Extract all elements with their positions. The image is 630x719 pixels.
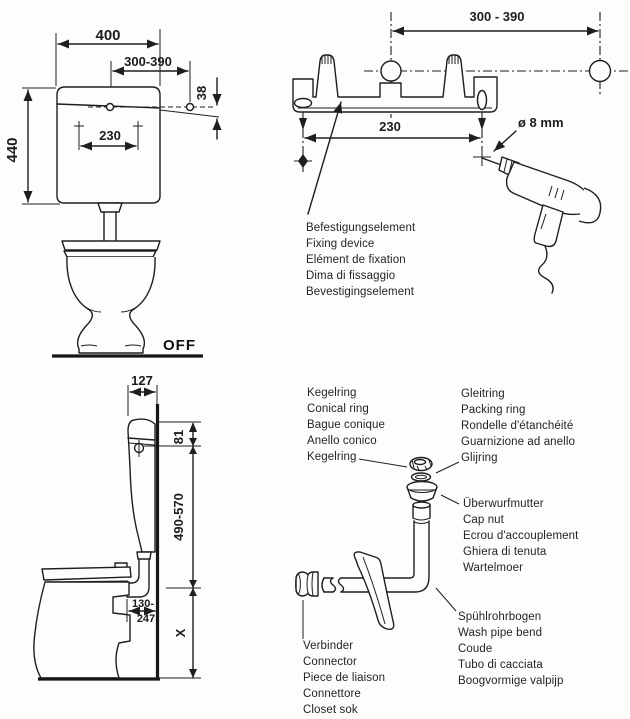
dim-fixing-holes: 230	[379, 119, 401, 134]
flush-pipe-figure: Kegelring Conical ring Bague conique Ane…	[295, 387, 579, 716]
dim-cistern-height: 440	[4, 137, 21, 162]
off-label: OFF	[163, 337, 196, 354]
connector-it: Connettore	[303, 688, 361, 700]
connector-nl: Closet sok	[303, 704, 358, 716]
dim-depth: 127	[131, 373, 153, 388]
dim-floor-x: X	[173, 628, 188, 637]
packing-ring-label: Gleitring Packing ring Rondelle d'étanch…	[461, 388, 575, 464]
fixing-device-label: Befestigungselement Fixing device Elémen…	[306, 222, 416, 298]
packing-ring-nl: Glijring	[461, 452, 498, 464]
conical-ring-it: Anello conico	[307, 435, 377, 447]
cap-nut-it: Ghiera di tenuta	[463, 546, 547, 558]
cistern-side-drawing	[127, 418, 156, 560]
wash-pipe-it: Tubo di cacciata	[458, 659, 543, 671]
dim-height-range: 490-570	[171, 493, 186, 541]
dim-hole-span: 300-390	[124, 54, 172, 69]
dim-outlet-top: 130-	[132, 598, 154, 610]
fixing-label-fr: Elément de fixation	[306, 254, 406, 266]
wash-pipe-side-drawing	[126, 558, 150, 598]
fixing-label-de: Befestigungselement	[306, 222, 416, 234]
cap-nut-fr: Ecrou d'accouplement	[463, 530, 579, 542]
cap-nut-label: Überwurfmutter Cap nut Ecrou d'accouplem…	[463, 498, 579, 574]
dim-bolt-spacing: 230	[99, 128, 121, 143]
packing-ring-leader	[435, 461, 460, 474]
front-view-figure: 400 300-390 38 230 440	[4, 27, 222, 358]
conical-ring-en: Conical ring	[307, 403, 369, 415]
conical-ring-nl: Kegelring	[307, 451, 357, 463]
conical-ring-drawing	[409, 456, 433, 472]
connector-label: Verbinder Connector Piece de liaison Con…	[303, 640, 385, 716]
cap-nut-leader	[440, 494, 460, 505]
fixing-label-nl: Bevestigingselement	[306, 286, 415, 298]
connector-de: Verbinder	[303, 640, 353, 652]
toilet-side-drawing	[33, 562, 132, 679]
fixing-label-it: Dima di fissaggio	[306, 270, 395, 282]
connector-drawing	[295, 571, 319, 597]
wash-pipe-de: Spühlrohrbogen	[458, 611, 541, 623]
drill-illustration	[481, 156, 602, 294]
cap-nut-nl: Wartelmoer	[463, 562, 523, 574]
side-view-figure: 127 130- 247	[33, 373, 201, 681]
conical-ring-de: Kegelring	[307, 387, 357, 399]
dim-fixing-span: 300 - 390	[470, 9, 525, 24]
pipe-nipple-drawing	[412, 501, 431, 521]
wash-pipe-bend-label: Spühlrohrbogen Wash pipe bend Coude Tubo…	[458, 611, 563, 687]
toilet-front-drawing	[61, 240, 161, 354]
conical-ring-label: Kegelring Conical ring Bague conique Ane…	[307, 387, 385, 463]
fixing-label-en: Fixing device	[306, 238, 374, 250]
packing-ring-en: Packing ring	[461, 404, 525, 416]
saw-blade-illustration	[353, 551, 395, 631]
connector-en: Connector	[303, 656, 357, 668]
packing-ring-it: Guarnizione ad anello	[461, 436, 575, 448]
post-cap-hatching	[321, 55, 459, 64]
packing-ring-de: Gleitring	[461, 388, 505, 400]
wash-pipe-leader	[435, 587, 457, 612]
wash-pipe-bend-drawing	[321, 520, 430, 593]
dim-outlet-bottom: 247	[137, 613, 155, 625]
cap-nut-de: Überwurfmutter	[463, 498, 544, 510]
cap-nut-en: Cap nut	[463, 514, 505, 526]
packing-ring-drawing	[410, 472, 432, 482]
fixing-device-figure: 300 - 390 230 ø 8 mm	[292, 9, 628, 298]
cap-nut-drawing	[406, 480, 438, 502]
dim-hole-offset: 38	[194, 86, 209, 100]
wash-pipe-nl: Boogvormige valpijp	[458, 675, 563, 687]
wash-pipe-fr: Coude	[458, 643, 492, 655]
drill-diameter-label: ø 8 mm	[518, 115, 564, 130]
conical-ring-leader	[358, 458, 408, 468]
connector-fr: Piece de liaison	[303, 672, 385, 684]
wash-pipe-en: Wash pipe bend	[458, 627, 542, 639]
dim-top-offset: 81	[171, 430, 186, 444]
dim-cistern-width: 400	[95, 27, 120, 44]
conical-ring-fr: Bague conique	[307, 419, 385, 431]
packing-ring-fr: Rondelle d'étanchéité	[461, 420, 573, 432]
